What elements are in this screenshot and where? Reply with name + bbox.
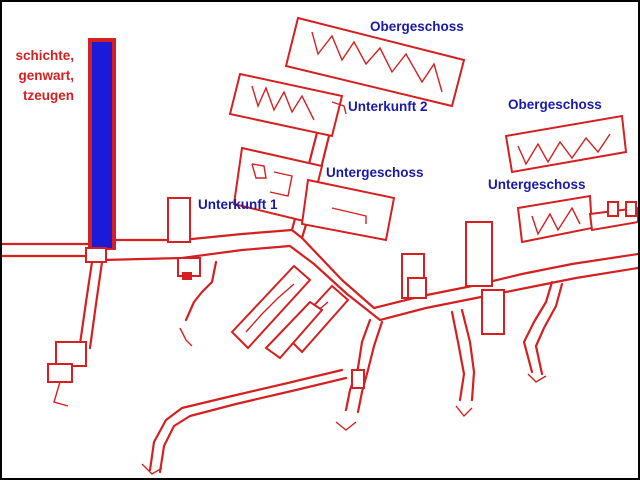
label-obergeschoss-top: Obergeschoss bbox=[370, 19, 464, 34]
label-obergeschoss-right: Obergeschoss bbox=[508, 97, 602, 112]
label-unterkunft-2: Unterkunft 2 bbox=[348, 99, 428, 114]
legend-line-2: genwart, bbox=[18, 68, 74, 83]
legend-text: schichte, genwart, tzeugen bbox=[2, 46, 74, 106]
bottom-left-branch bbox=[47, 260, 104, 407]
unterkunft-2-building bbox=[228, 16, 466, 138]
tower-structure bbox=[85, 38, 116, 263]
legend-line-1: schichte, bbox=[15, 48, 74, 63]
middle-lower-buildings bbox=[230, 264, 350, 360]
label-unterkunft-1: Unterkunft 1 bbox=[198, 197, 278, 212]
right-diagonal-branch bbox=[522, 280, 564, 383]
legend-line-3: tzeugen bbox=[22, 88, 74, 103]
unterkunft-1-building bbox=[167, 197, 218, 347]
right-untergeschoss-block bbox=[516, 194, 638, 244]
label-untergeschoss-left: Untergeschoss bbox=[326, 165, 424, 180]
label-untergeschoss-right: Untergeschoss bbox=[488, 177, 586, 192]
right-vertical-buildings bbox=[401, 221, 505, 418]
right-obergeschoss-block bbox=[504, 114, 628, 174]
untergeschoss-block-1 bbox=[232, 146, 396, 242]
bottom-tunnel bbox=[141, 368, 348, 475]
lower-junction-branch bbox=[335, 318, 384, 431]
